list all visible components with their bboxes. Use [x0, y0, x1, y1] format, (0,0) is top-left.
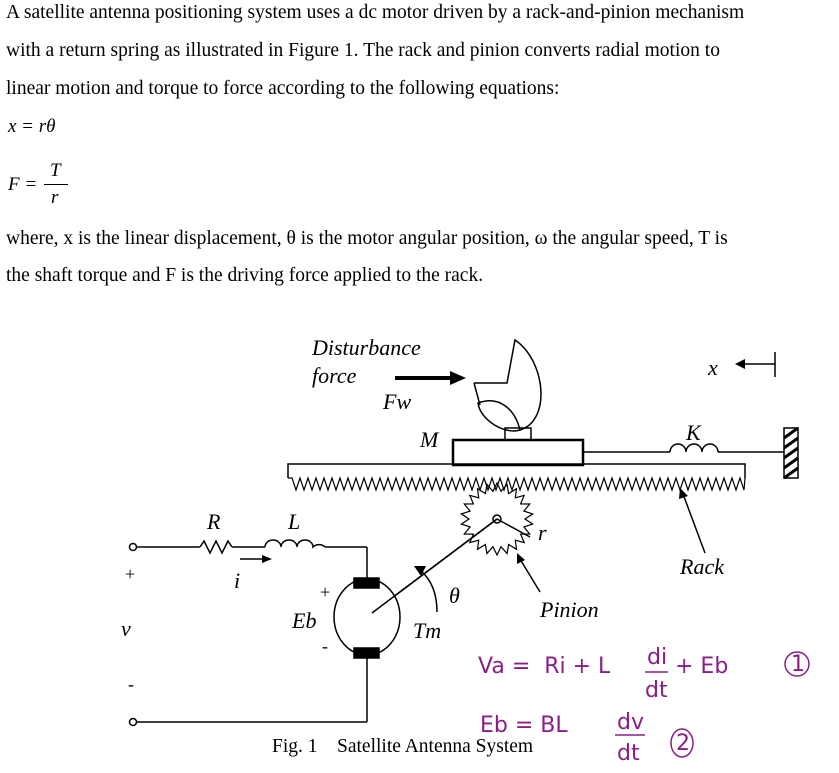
paragraph-line: linear motion and torque to force accord…	[6, 78, 560, 99]
handwritten-eq2-den: dt	[617, 741, 640, 766]
inductor-icon	[264, 539, 326, 549]
paragraph-line: the shaft torque and F is the driving fo…	[6, 265, 484, 286]
label-source-plus: +	[125, 564, 135, 584]
figure-caption: Fig. 1 Satellite Antenna System	[272, 736, 533, 757]
current-arrow-icon	[240, 555, 272, 563]
label-r-radius: r	[538, 520, 547, 545]
label-i: i	[234, 568, 240, 593]
label-source-minus: -	[128, 674, 134, 694]
handwritten-eq1-num: di	[647, 645, 667, 670]
label-motor-plus: +	[320, 582, 330, 602]
circuit-wires	[128, 539, 368, 727]
paragraph-line: where, x is the linear displacement, θ i…	[6, 228, 728, 249]
handwritten-eq2-tag: 2	[676, 731, 690, 756]
resistor-icon	[199, 539, 233, 555]
spring-icon	[583, 443, 784, 453]
label-l: L	[287, 509, 300, 534]
handwritten-eq2: Eb = BL	[480, 713, 568, 738]
handwritten-eq1-rest: + Eb	[675, 654, 728, 679]
label-pinion: Pinion	[539, 597, 599, 622]
antenna-dish-icon	[473, 338, 542, 441]
disturbance-arrow-icon	[395, 371, 466, 385]
label-theta: θ	[449, 583, 460, 608]
fraction-bar	[44, 184, 68, 185]
label-v: v	[121, 616, 131, 641]
label-x: x	[707, 355, 718, 380]
handwritten-eq1-den: dt	[645, 678, 668, 703]
rotation-arrow-icon	[414, 566, 438, 613]
label-m: M	[419, 427, 440, 452]
paragraph-line: A satellite antenna positioning system u…	[6, 2, 745, 23]
dc-motor	[333, 518, 498, 659]
label-force: force	[312, 363, 357, 388]
mass-block	[451, 438, 585, 467]
equation-f-lhs: F =	[8, 174, 38, 195]
handwritten-eq2-num: dv	[617, 710, 644, 735]
equation-x: x = rθ	[8, 116, 56, 137]
wall-icon	[783, 426, 799, 480]
label-k: K	[685, 420, 702, 445]
label-r: R	[206, 509, 221, 534]
equation-f-num: T	[50, 160, 61, 181]
pinion-pointer-arrow	[517, 553, 541, 593]
x-direction-arrow-icon	[735, 352, 776, 377]
paragraph-line: with a return spring as illustrated in F…	[6, 40, 720, 61]
handwritten-eq1-tag: 1	[791, 652, 805, 677]
handwritten-notes: Va = Ri + L di dt + Eb 1 Eb = BL dv dt 2	[478, 645, 810, 766]
label-motor-minus: -	[322, 636, 328, 656]
label-disturbance: Disturbance	[311, 335, 421, 360]
label-eb: Eb	[291, 608, 316, 633]
label-fw: Fw	[382, 389, 411, 414]
equation-f-den: r	[51, 187, 59, 208]
label-tm: Tm	[413, 618, 441, 643]
handwritten-eq1: Va = Ri + L	[478, 654, 611, 679]
label-rack: Rack	[679, 554, 725, 579]
rack-pointer-arrow	[679, 488, 706, 554]
rack	[287, 463, 746, 492]
